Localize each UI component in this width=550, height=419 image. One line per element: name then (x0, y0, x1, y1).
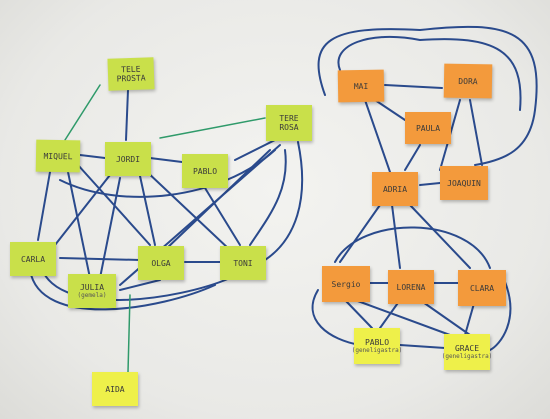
note-julia[interactable]: JULIA (gemela) (68, 274, 116, 308)
edge-line (337, 35, 522, 111)
note-dora[interactable]: DORA (443, 63, 493, 99)
edge-line-green (159, 117, 266, 139)
note-sublabel: (geneligastra) (441, 353, 493, 360)
edge-line (334, 226, 491, 269)
edge-line (399, 344, 446, 349)
note-label: MAI (353, 81, 369, 91)
edge-line (374, 99, 406, 121)
note-label: PAULA (415, 123, 441, 133)
note-mai[interactable]: MAI (337, 69, 385, 103)
note-label: TERE ROSA (279, 114, 299, 132)
edge-line (144, 169, 231, 251)
note-label: Sergio (331, 279, 361, 289)
note-grace[interactable]: GRACE (geneligastra) (441, 334, 493, 370)
edge-line (149, 157, 183, 163)
edge-line (364, 99, 391, 173)
note-sergio[interactable]: Sergio (322, 266, 370, 302)
note-jordi[interactable]: JORDI (105, 142, 151, 176)
note-label: AIDA (105, 384, 125, 394)
note-olga[interactable]: OLGA (138, 246, 184, 280)
edge-line (234, 139, 276, 161)
edge-line (54, 174, 111, 246)
note-sublabel: (gemela) (77, 292, 107, 299)
note-clara[interactable]: CLARA (458, 270, 506, 306)
edge-line (119, 279, 161, 291)
note-label: TELE PROSTA (116, 64, 146, 84)
edge-line (67, 171, 91, 279)
edge-line (409, 204, 471, 269)
edge-line (469, 99, 483, 166)
edge-line (264, 141, 304, 261)
edge-line (391, 204, 401, 269)
edge-line (79, 154, 106, 159)
edge-line (39, 261, 231, 301)
note-label: JORDI (115, 154, 141, 164)
note-label: DORA (458, 76, 478, 86)
edge-line (249, 149, 287, 246)
note-label: CARLA (20, 254, 46, 264)
edge-line (37, 171, 51, 241)
note-label: TONI (233, 258, 253, 268)
note-label: MIQUEL (43, 151, 73, 161)
note-pablo-2[interactable]: PABLO (geneligastra) (351, 328, 403, 364)
note-paula[interactable]: PAULA (405, 112, 451, 144)
edge-line-green (64, 84, 101, 141)
edge-line (489, 281, 512, 351)
edge-line (379, 299, 401, 329)
note-label: OLGA (151, 258, 171, 268)
edge-line (125, 89, 129, 141)
edge-line (419, 182, 441, 186)
edge-line (344, 299, 373, 329)
edge-line (29, 269, 216, 311)
note-label: JOAQUIN (447, 178, 481, 188)
note-aida[interactable]: AIDA (92, 372, 138, 406)
note-adria[interactable]: ADRIA (372, 172, 418, 206)
note-label: GRACE (454, 344, 480, 353)
note-label: LORENA (396, 282, 426, 292)
edge-line (204, 187, 241, 246)
edge-line (311, 289, 361, 346)
note-joaquin[interactable]: JOAQUIN (440, 166, 488, 200)
note-lorena[interactable]: LORENA (388, 270, 434, 304)
note-toni[interactable]: TONI (220, 246, 266, 280)
edge-line (384, 84, 443, 89)
note-sublabel: (geneligastra) (351, 347, 403, 354)
note-label: PABLO (364, 338, 390, 347)
edge-line (354, 299, 451, 336)
note-carla[interactable]: CARLA (10, 242, 56, 276)
edge-line (59, 149, 276, 198)
note-label: CLARA (469, 283, 495, 293)
edge-line-green (127, 294, 131, 373)
note-label: JULIA (79, 283, 105, 292)
edge-line (339, 204, 381, 263)
note-tele-prosta[interactable]: TELE PROSTA (107, 57, 155, 91)
note-miquel[interactable]: MIQUEL (35, 139, 81, 173)
edge-line (317, 25, 538, 166)
note-label: ADRIA (382, 184, 408, 194)
edge-line (419, 299, 471, 336)
note-pablo[interactable]: PABLO (182, 154, 228, 188)
note-teresa-rosa[interactable]: TERE ROSA (266, 105, 312, 141)
edge-line (404, 144, 421, 171)
edge-line (59, 257, 141, 261)
note-label: PABLO (192, 166, 218, 176)
edge-line (139, 175, 156, 246)
